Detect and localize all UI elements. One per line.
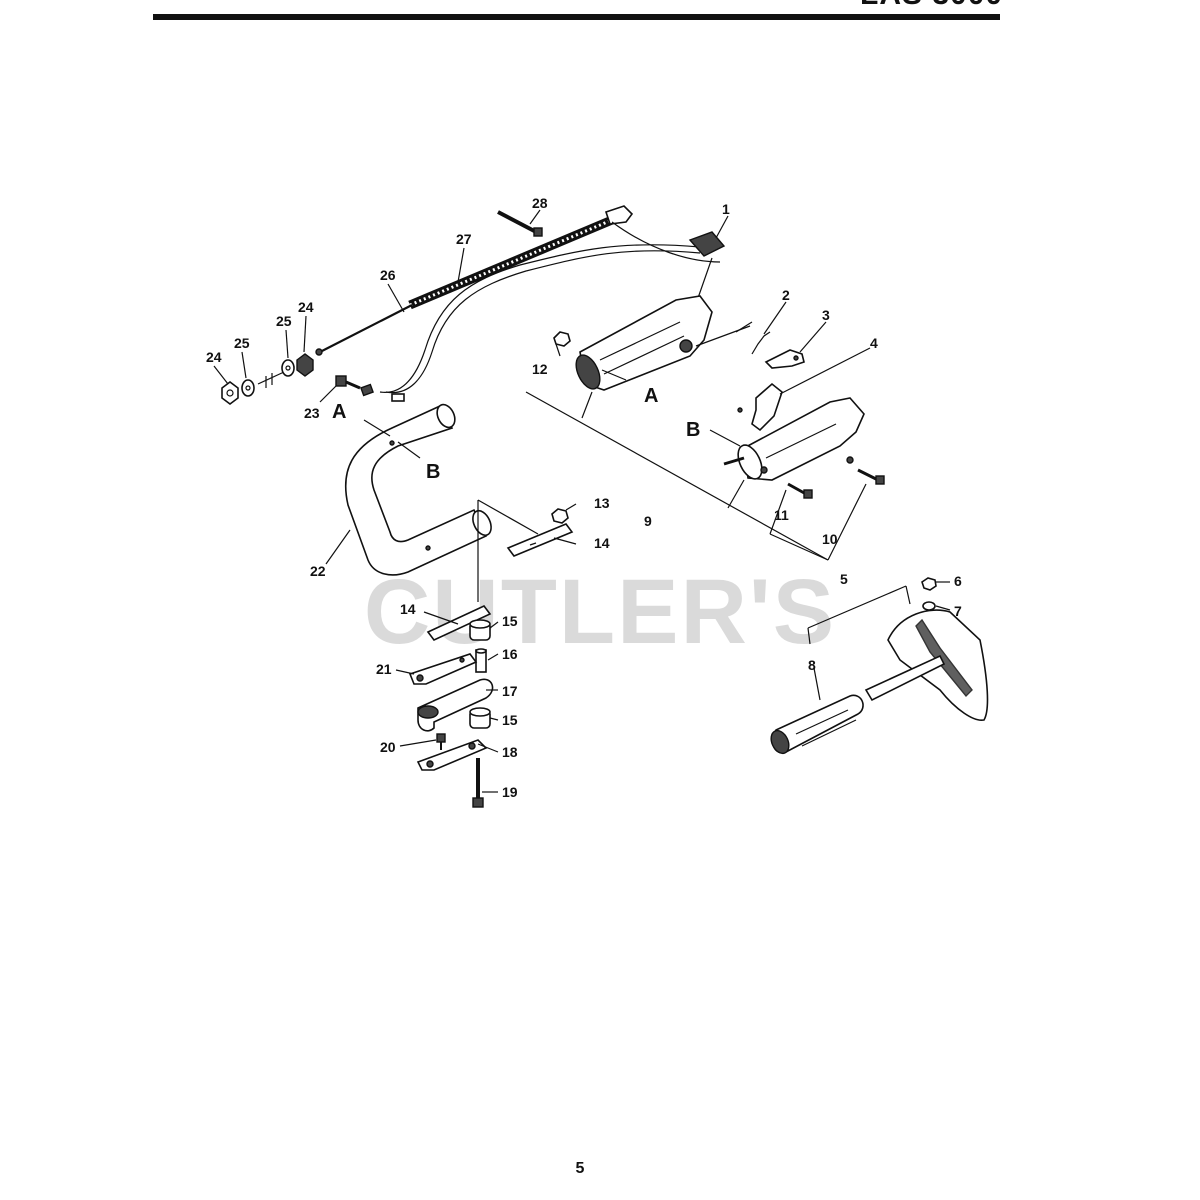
- callout-3: 3: [822, 307, 830, 323]
- callout-labels: 1 2 3 4 5 6 7 8 9 10 11 12 13 14 14 15 1…: [206, 195, 962, 800]
- part-spring: [751, 331, 771, 355]
- callout-9: 9: [644, 513, 652, 529]
- part-inner-cable: [315, 304, 413, 356]
- callout-13: 13: [594, 495, 610, 511]
- callout-11: 11: [774, 507, 789, 523]
- part-plate-18: [416, 739, 488, 771]
- callout-10: 10: [822, 531, 838, 547]
- part-clamp-lower: [426, 605, 492, 641]
- part-throttle-handle-upper: [723, 397, 865, 481]
- callout-24a: 24: [206, 349, 222, 365]
- callout-1: 1: [722, 201, 730, 217]
- part-stop-switch: [688, 231, 726, 299]
- callout-12: 12: [532, 361, 548, 377]
- callout-15b: 15: [502, 712, 518, 728]
- callout-2: 2: [782, 287, 790, 303]
- callout-22: 22: [310, 563, 326, 579]
- reference-letters: A A B B: [332, 385, 700, 483]
- part-bolt-19: [472, 758, 484, 808]
- callout-14b: 14: [400, 601, 416, 617]
- callout-25b: 25: [276, 313, 292, 329]
- part-screw-20: [436, 733, 446, 750]
- callout-23: 23: [304, 405, 320, 421]
- stop-wire: [379, 244, 701, 393]
- part-loop-handle: [344, 403, 492, 576]
- part-right-handle: [770, 577, 989, 755]
- ref-b-right: B: [686, 419, 700, 441]
- callout-5: 5: [840, 571, 848, 587]
- part-nuts-washers: [221, 353, 314, 405]
- part-trigger: [737, 382, 783, 432]
- part-screws-10-11: [787, 468, 885, 499]
- part-cushion-upper: [469, 619, 491, 641]
- callout-27: 27: [456, 231, 472, 247]
- part-cable-tie: [497, 210, 543, 237]
- callout-25a: 25: [234, 335, 250, 351]
- callout-16: 16: [502, 646, 518, 662]
- part-throttle-handle-lower: [553, 295, 713, 391]
- callout-20: 20: [380, 739, 396, 755]
- callout-18: 18: [502, 744, 518, 760]
- callout-15a: 15: [502, 613, 518, 629]
- ref-b-left: B: [426, 461, 440, 483]
- callout-4: 4: [870, 335, 878, 351]
- part-support-arm: [417, 678, 494, 732]
- part-spacer: [475, 648, 487, 673]
- callout-19: 19: [502, 784, 518, 800]
- callout-14a: 14: [594, 535, 610, 551]
- ref-a-left: A: [332, 401, 346, 423]
- header-rule: [153, 14, 1000, 20]
- part-clamp-upper: [506, 508, 574, 557]
- callout-17: 17: [502, 683, 518, 699]
- part-cable-sheath: [408, 205, 634, 310]
- callout-26: 26: [380, 267, 396, 283]
- model-code: LAS 3000: [860, 0, 1003, 12]
- ref-a-right: A: [644, 385, 658, 407]
- part-screw-23: [335, 375, 361, 390]
- part-throttle-lever: [764, 349, 805, 369]
- callout-6: 6: [954, 573, 962, 589]
- callout-24b: 24: [298, 299, 314, 315]
- part-bracket-21: [408, 653, 478, 685]
- callout-28: 28: [532, 195, 548, 211]
- callout-21: 21: [376, 661, 392, 677]
- page-number: 5: [575, 1160, 585, 1177]
- callout-7: 7: [954, 603, 962, 619]
- leader-lines: [213, 209, 951, 793]
- part-cushion-lower: [469, 707, 491, 729]
- callout-8: 8: [808, 657, 816, 673]
